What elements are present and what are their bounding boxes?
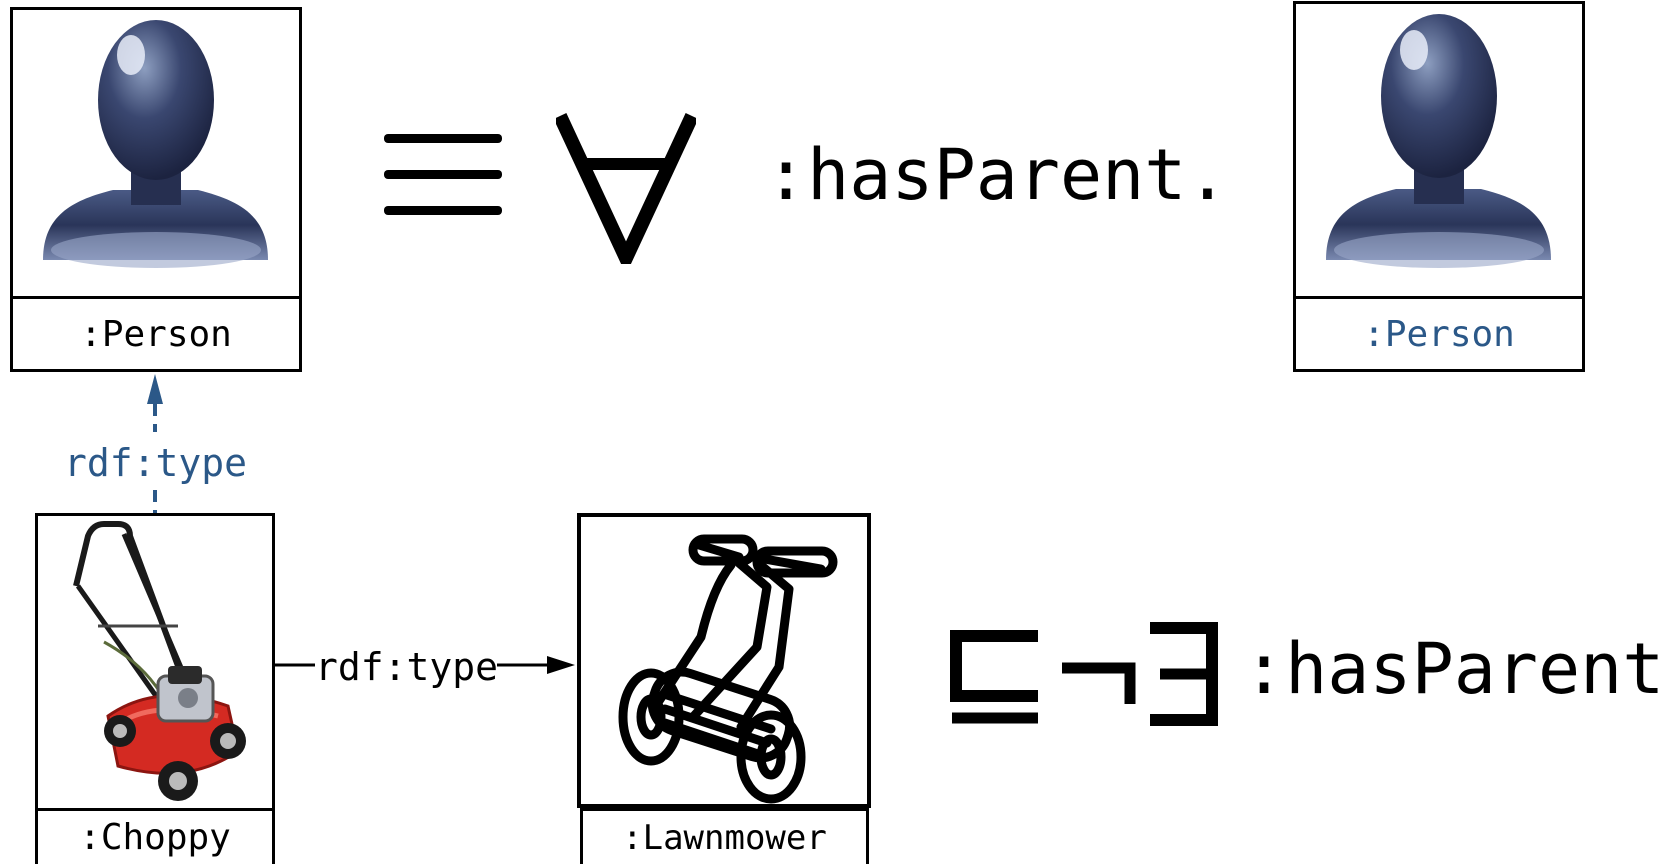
exists-symbol (1150, 622, 1218, 726)
has-parent-property-top: :hasParent. (765, 134, 1229, 216)
inferred-type-edge-label: rdf:type (64, 441, 248, 485)
forall-symbol (556, 113, 696, 264)
person-silhouette-icon (43, 20, 268, 268)
lawnmower-image-box (577, 513, 871, 808)
lawnmower-photo (73, 521, 246, 801)
subclass-symbol (950, 630, 1038, 724)
person-label-left: :Person (10, 296, 302, 372)
person-label-right: :Person (1293, 296, 1585, 372)
inferred-type-edge (147, 374, 163, 516)
choppy-label: :Choppy (35, 808, 275, 864)
choppy-image-box (35, 513, 275, 811)
person-silhouette-icon (1326, 14, 1551, 268)
asserted-type-edge-label: rdf:type (315, 645, 499, 689)
asserted-type-edge (275, 656, 575, 674)
lawnmower-label: :Lawnmower (580, 808, 869, 864)
has-parent-property-bottom: :hasParent (1243, 628, 1665, 710)
negation-symbol (1062, 662, 1136, 704)
equivalence-symbol (384, 134, 502, 215)
lawnmower-icon (618, 534, 838, 804)
person-image-box-right (1293, 1, 1585, 299)
person-image-box-left (10, 7, 302, 299)
